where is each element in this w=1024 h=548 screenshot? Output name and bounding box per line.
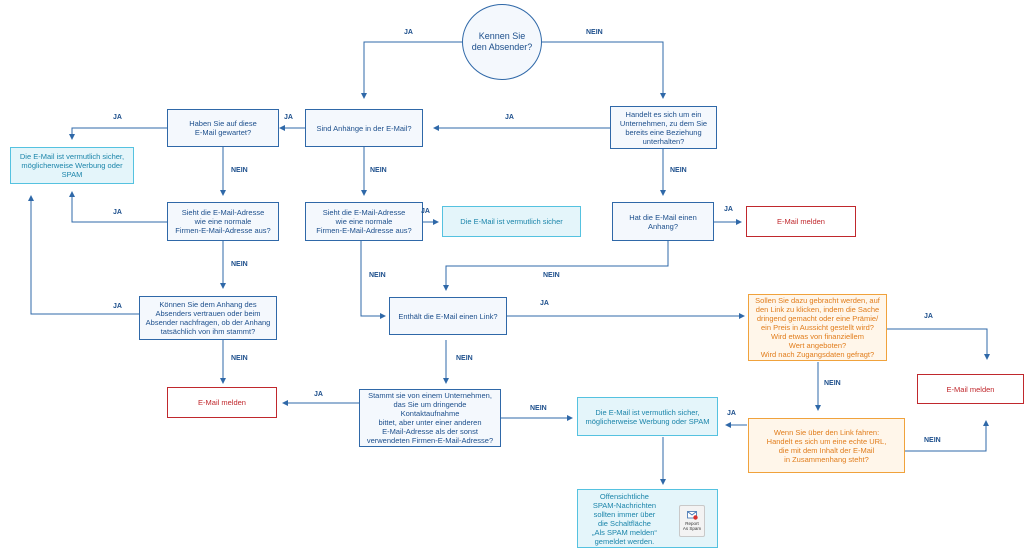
safe-or-spam-node-2: Die E-Mail ist vermutlich sicher, möglic… bbox=[577, 397, 718, 436]
label-yes-urgency: JA bbox=[924, 313, 933, 320]
edge-addr1-yes bbox=[69, 191, 167, 223]
real-url-node: Wenn Sie über den Link fahren: Handelt e… bbox=[748, 418, 905, 473]
label-no-address-1: NEIN bbox=[231, 261, 248, 268]
label-no-has-attachment: NEIN bbox=[543, 272, 560, 279]
label-yes-address-1: JA bbox=[113, 209, 122, 216]
report-as-spam-button[interactable]: Report As Spam bbox=[679, 505, 705, 537]
label-no-urgency: NEIN bbox=[824, 380, 841, 387]
urgent-request-node: Stammt sie von einem Unternehmen, das Si… bbox=[359, 389, 501, 447]
label-no-expected: NEIN bbox=[231, 167, 248, 174]
label-yes-link: JA bbox=[540, 300, 549, 307]
label-yes-has-attachment: JA bbox=[724, 206, 733, 213]
edge-expected-yes bbox=[69, 127, 167, 140]
label-yes-address-2: JA bbox=[421, 208, 430, 215]
report-email-node-1: E-Mail melden bbox=[746, 206, 856, 237]
edge-addr2-no bbox=[360, 241, 386, 319]
attachments-node: Sind Anhänge in der E-Mail? bbox=[305, 109, 423, 147]
label-yes-attachments: JA bbox=[284, 114, 293, 121]
urgency-pressure-node: Sollen Sie dazu gebracht werden, auf den… bbox=[748, 294, 887, 361]
label-no-link: NEIN bbox=[456, 355, 473, 362]
safe-or-spam-node-1: Die E-Mail ist vermutlich sicher, möglic… bbox=[10, 147, 134, 184]
label-no-address-2: NEIN bbox=[369, 272, 386, 279]
has-attachment-node: Hat die E-Mail einen Anhang? bbox=[612, 202, 714, 241]
address-normal-node-2: Sieht die E-Mail-Adresse wie eine normal… bbox=[305, 202, 423, 241]
edge-start-no bbox=[542, 41, 666, 99]
safe-node-1: Die E-Mail ist vermutlich sicher bbox=[442, 206, 581, 237]
label-yes-start: JA bbox=[404, 29, 413, 36]
edge-trust-yes bbox=[28, 195, 139, 315]
label-no-real-url: NEIN bbox=[924, 437, 941, 444]
contains-link-node: Enthält die E-Mail einen Link? bbox=[389, 297, 507, 335]
report-email-node-left: E-Mail melden bbox=[167, 387, 277, 418]
label-no-trust: NEIN bbox=[231, 355, 248, 362]
label-yes-company: JA bbox=[505, 114, 514, 121]
mail-flag-icon bbox=[687, 511, 698, 520]
report-as-spam-label: Report As Spam bbox=[682, 521, 702, 531]
existing-relationship-node: Handelt es sich um ein Unternehmen, zu d… bbox=[610, 106, 717, 149]
expected-email-node: Haben Sie auf diese E-Mail gewartet? bbox=[167, 109, 279, 147]
edge-urgent-yes bbox=[887, 328, 990, 360]
label-no-urgent-request: NEIN bbox=[530, 405, 547, 412]
label-no-company: NEIN bbox=[670, 167, 687, 174]
label-yes-real-url: JA bbox=[727, 410, 736, 417]
edge-start-yes bbox=[361, 41, 462, 99]
start-question-node: Kennen Sie den Absender? bbox=[462, 4, 542, 80]
label-no-start: NEIN bbox=[586, 29, 603, 36]
label-yes-trust: JA bbox=[113, 303, 122, 310]
label-yes-expected: JA bbox=[113, 114, 122, 121]
label-yes-urgent-request: JA bbox=[314, 391, 323, 398]
trust-sender-node: Können Sie dem Anhang des Absenders vert… bbox=[139, 296, 277, 340]
edge-hasattach-no bbox=[443, 241, 669, 291]
address-normal-node-1: Sieht die E-Mail-Adresse wie eine normal… bbox=[167, 202, 279, 241]
edge-realurl-no bbox=[905, 420, 989, 452]
label-no-attachments: NEIN bbox=[370, 167, 387, 174]
report-email-node-right: E-Mail melden bbox=[917, 374, 1024, 404]
